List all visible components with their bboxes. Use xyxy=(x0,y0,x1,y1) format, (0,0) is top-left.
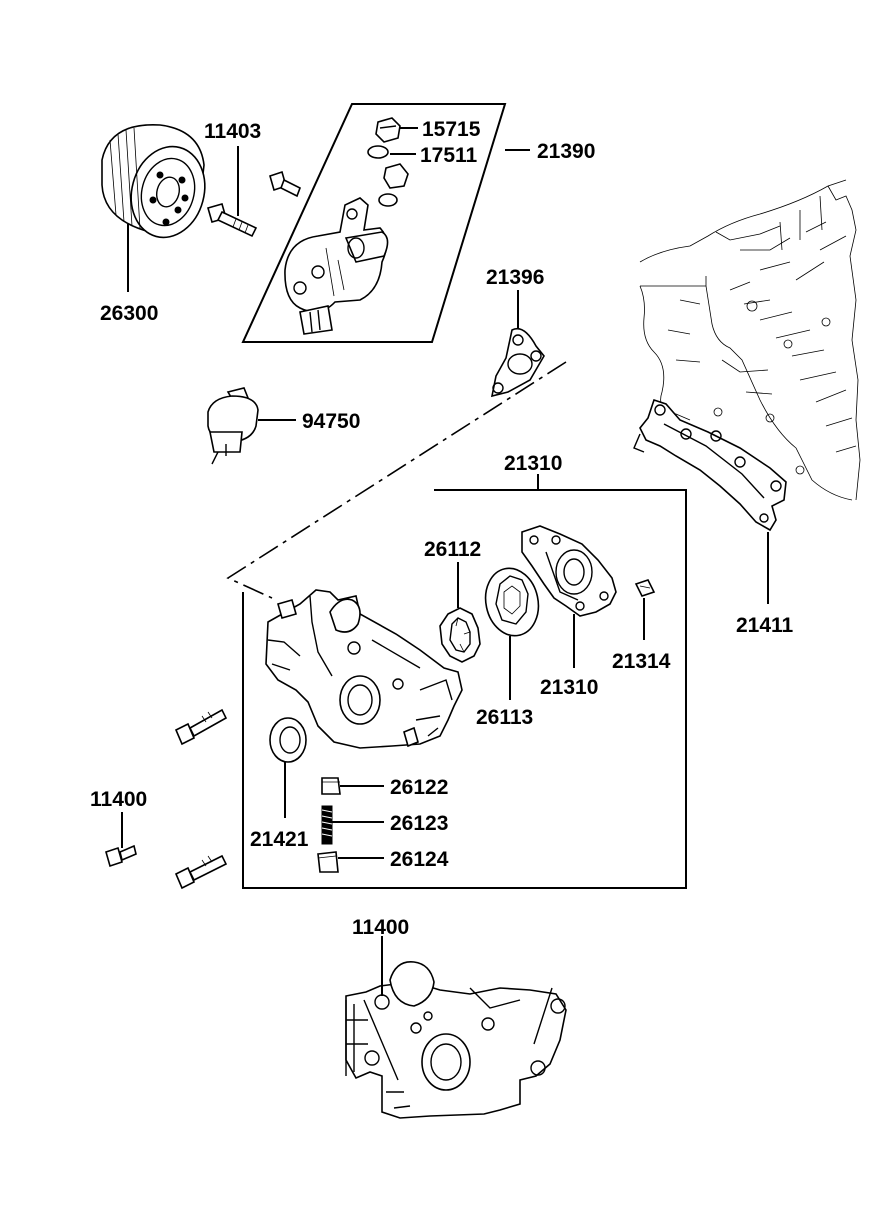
callout-21310-top: 21310 xyxy=(504,452,562,475)
oil-filter[interactable] xyxy=(101,124,215,246)
callout-21310-cover: 21310 xyxy=(540,676,598,699)
oil-seal[interactable] xyxy=(269,717,307,763)
oil-pump-body[interactable] xyxy=(265,589,463,749)
pump-cover[interactable] xyxy=(521,525,617,617)
callout-26113: 26113 xyxy=(476,706,533,729)
callout-11403: 11403 xyxy=(204,120,261,143)
plug[interactable] xyxy=(321,777,341,795)
pump-installed-view xyxy=(345,961,567,1119)
alignment-line xyxy=(226,361,567,599)
callout-21396: 21396 xyxy=(486,266,544,289)
long-bolt-lower[interactable] xyxy=(174,854,228,890)
filter-bolt[interactable] xyxy=(207,203,258,238)
callout-15715: 15715 xyxy=(422,118,481,141)
callout-26123: 26123 xyxy=(390,812,448,835)
callout-26122: 26122 xyxy=(390,776,448,799)
valve-assy-frame xyxy=(241,103,507,343)
small-bolt[interactable] xyxy=(269,170,302,198)
oil-control-valve[interactable] xyxy=(284,197,389,335)
relief-plunger[interactable] xyxy=(317,851,339,873)
callout-11400-bottom: 11400 xyxy=(352,916,409,939)
relief-spring[interactable] xyxy=(321,805,333,845)
front-gasket[interactable] xyxy=(633,398,787,532)
inner-rotor[interactable] xyxy=(479,563,544,640)
pump-assy-frame xyxy=(242,489,687,889)
callout-21390: 21390 xyxy=(537,140,595,163)
outer-rotor[interactable] xyxy=(439,607,481,663)
callout-17511: 17511 xyxy=(420,144,478,167)
callout-11400-left: 11400 xyxy=(90,788,147,811)
cap-nut[interactable] xyxy=(375,117,401,143)
callout-21411: 21411 xyxy=(736,614,794,637)
callout-21421: 21421 xyxy=(250,828,309,851)
callout-26124: 26124 xyxy=(390,848,449,871)
callout-26112: 26112 xyxy=(424,538,481,561)
callout-21314: 21314 xyxy=(612,650,671,673)
dowel-pin[interactable] xyxy=(634,579,656,597)
oil-pressure-switch[interactable] xyxy=(207,387,259,465)
valve-fittings[interactable] xyxy=(378,163,409,207)
callout-26300: 26300 xyxy=(100,302,158,325)
callout-94750: 94750 xyxy=(302,410,360,433)
long-bolt-upper[interactable] xyxy=(174,708,228,746)
o-ring[interactable] xyxy=(367,145,389,159)
gasket-upper[interactable] xyxy=(490,327,545,398)
short-bolt[interactable] xyxy=(105,844,137,868)
